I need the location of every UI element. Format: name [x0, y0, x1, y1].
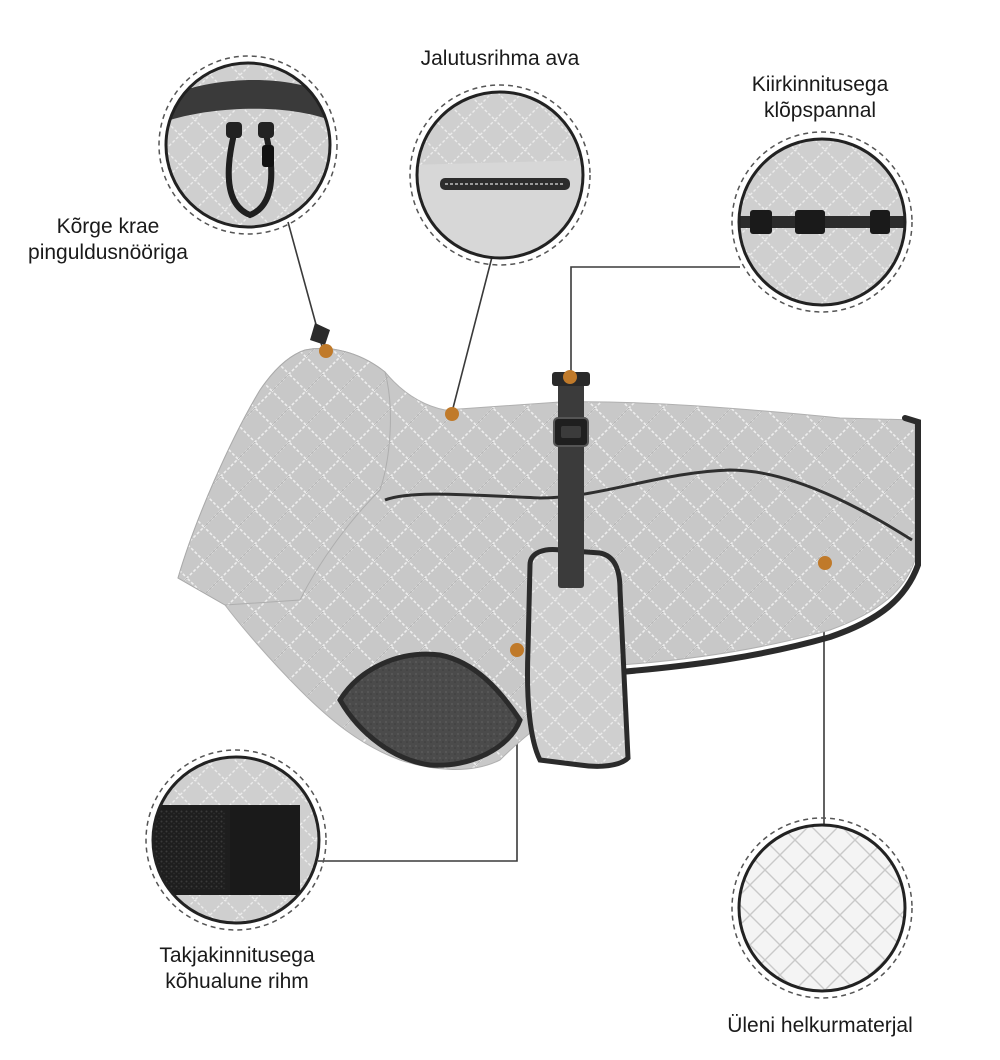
leader-line-buckle [570, 266, 740, 378]
marker-buckle [563, 370, 577, 384]
leader-line-leash-opening [451, 256, 493, 413]
label-belly-strap: Takjakinnitusega kõhualune rihm [137, 943, 337, 995]
buckle-clip-slot [561, 426, 581, 438]
label-leash-opening: Jalutusrihma ava [400, 46, 600, 72]
detail-circle-buckle [731, 131, 913, 313]
label-buckle-line1: Kiirkinnitusega [751, 73, 889, 96]
label-leash-opening-line1: Jalutusrihma ava [420, 47, 580, 70]
label-collar-line2: pinguldusnööriga [28, 241, 188, 264]
marker-belly-strap [510, 643, 524, 657]
belly-flap [525, 547, 631, 769]
collar-toggle [310, 323, 330, 345]
coat-back-trim [617, 415, 921, 675]
marker-collar [319, 344, 333, 358]
coat-collar [177, 347, 391, 606]
marker-leash-opening [445, 407, 459, 421]
fleece-lining [337, 651, 523, 768]
markers [319, 344, 832, 657]
label-buckle: Kiirkinnitusega klõpspannal [720, 72, 920, 124]
label-buckle-line2: klõpspannal [763, 99, 877, 122]
detail-circle-belly-strap [145, 749, 327, 931]
buckle-strap [558, 378, 584, 588]
detail-circle-reflective [731, 817, 913, 999]
label-collar: Kõrge krae pinguldusnööriga [8, 214, 208, 266]
reflective-seam [384, 468, 913, 542]
label-reflective-line1: Üleni helkurmaterjal [727, 1014, 913, 1037]
marker-reflective [818, 556, 832, 570]
dog-coat-illustration [177, 323, 921, 770]
detail-circle-leash-opening [409, 84, 591, 266]
detail-circle-collar [158, 55, 338, 235]
label-belly-strap-line1: Takjakinnitusega [159, 944, 315, 967]
label-belly-strap-line2: kõhualune rihm [165, 970, 309, 993]
label-collar-line1: Kõrge krae [56, 215, 160, 238]
label-reflective: Üleni helkurmaterjal [700, 1013, 940, 1039]
